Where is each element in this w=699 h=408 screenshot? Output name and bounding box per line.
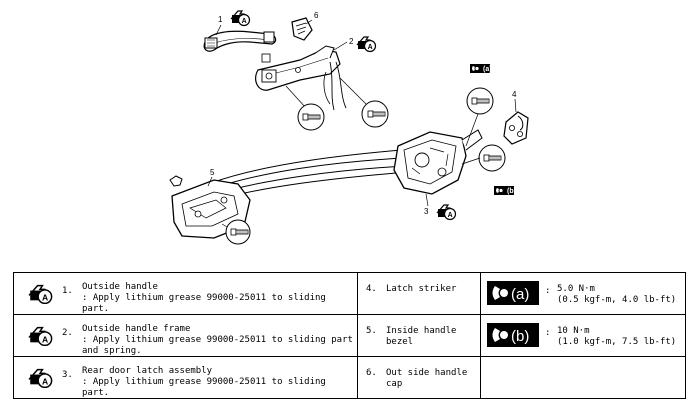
torque-value-alt: (1.0 kgf-m, 7.5 lb-ft) — [557, 337, 677, 347]
legend-table: 1. Outside handle : Apply lithium grease… — [13, 272, 686, 399]
item-number: 2. — [62, 328, 73, 338]
part-number: 5. — [366, 326, 377, 336]
legend-part-5: 5. Inside handle bezel — [357, 314, 481, 357]
bezel-clip — [169, 175, 183, 187]
torque-colon: : — [545, 328, 551, 338]
torque-value: 5.0 N·m — [557, 284, 595, 294]
part-number: 6. — [366, 368, 377, 378]
item-note: : Apply lithium grease 99000-25011 to sl… — [82, 293, 326, 314]
grease-icon — [230, 10, 251, 27]
item-title: Rear door latch assembly — [82, 366, 213, 376]
callout-2: 2 — [349, 37, 354, 46]
frame-clip — [261, 53, 271, 63]
item-title: Outside handle frame — [82, 324, 191, 334]
outside-handle — [203, 30, 277, 52]
grease-icon — [28, 284, 53, 304]
grease-icon — [28, 326, 53, 346]
legend-torque-b: (b) : 10 N·m (1.0 kgf-m, 7.5 lb-ft) — [480, 314, 686, 357]
torque-badge-label: (b) — [507, 188, 516, 195]
legend-item-1: 1. Outside handle : Apply lithium grease… — [13, 272, 358, 315]
legend-item-2: 2. Outside handle frame : Apply lithium … — [13, 314, 358, 357]
item-number: 3. — [62, 370, 73, 380]
legend-empty-cell — [480, 356, 686, 399]
exploded-diagram: A 1 6 — [169, 10, 529, 245]
callout-3: 3 — [424, 207, 429, 216]
part-number: 4. — [366, 284, 377, 294]
legend-row: 3. Rear door latch assembly : Apply lith… — [13, 356, 686, 399]
latch-striker — [503, 111, 529, 145]
rear-door-latch-assembly — [393, 129, 483, 195]
torque-value-alt: (0.5 kgf-m, 4.0 lb-ft) — [557, 295, 677, 305]
grease-icon — [436, 204, 457, 221]
item-note: : Apply lithium grease 99000-25011 to sl… — [82, 377, 326, 398]
part-name: Latch striker — [386, 284, 457, 294]
callout-4: 4 — [512, 90, 517, 99]
grease-icon — [356, 36, 377, 53]
torque-wrench-icon: (a) — [487, 281, 539, 305]
item-number: 1. — [62, 286, 73, 296]
legend-item-3: 3. Rear door latch assembly : Apply lith… — [13, 356, 358, 399]
outside-handle-frame — [255, 45, 347, 111]
torque-label: (a) — [511, 286, 529, 303]
legend-part-4: 4. Latch striker — [357, 272, 481, 315]
callout-6: 6 — [314, 11, 319, 20]
legend-part-6: 6. Out side handle cap — [357, 356, 481, 399]
legend-row: 2. Outside handle frame : Apply lithium … — [13, 314, 686, 357]
grease-icon — [28, 368, 53, 388]
item-note: : Apply lithium grease 99000-25011 to sl… — [82, 335, 353, 356]
callout-5: 5 — [210, 168, 215, 177]
torque-badge-label: (a) — [483, 66, 492, 73]
inside-handle-bezel — [171, 179, 251, 239]
legend-torque-a: (a) : 5.0 N·m (0.5 kgf-m, 4.0 lb-ft) — [480, 272, 686, 315]
callout-1: 1 — [218, 15, 223, 24]
part-name: Inside handle bezel — [386, 326, 457, 347]
torque-label: (b) — [511, 328, 529, 345]
outside-handle-cap — [291, 17, 313, 41]
torque-value: 10 N·m — [557, 326, 590, 336]
item-title: Outside handle — [82, 282, 158, 292]
torque-colon: : — [545, 286, 551, 296]
torque-wrench-icon: (b) — [487, 323, 539, 347]
legend-row: 1. Outside handle : Apply lithium grease… — [13, 272, 686, 315]
part-name: Out side handle cap — [386, 368, 468, 389]
